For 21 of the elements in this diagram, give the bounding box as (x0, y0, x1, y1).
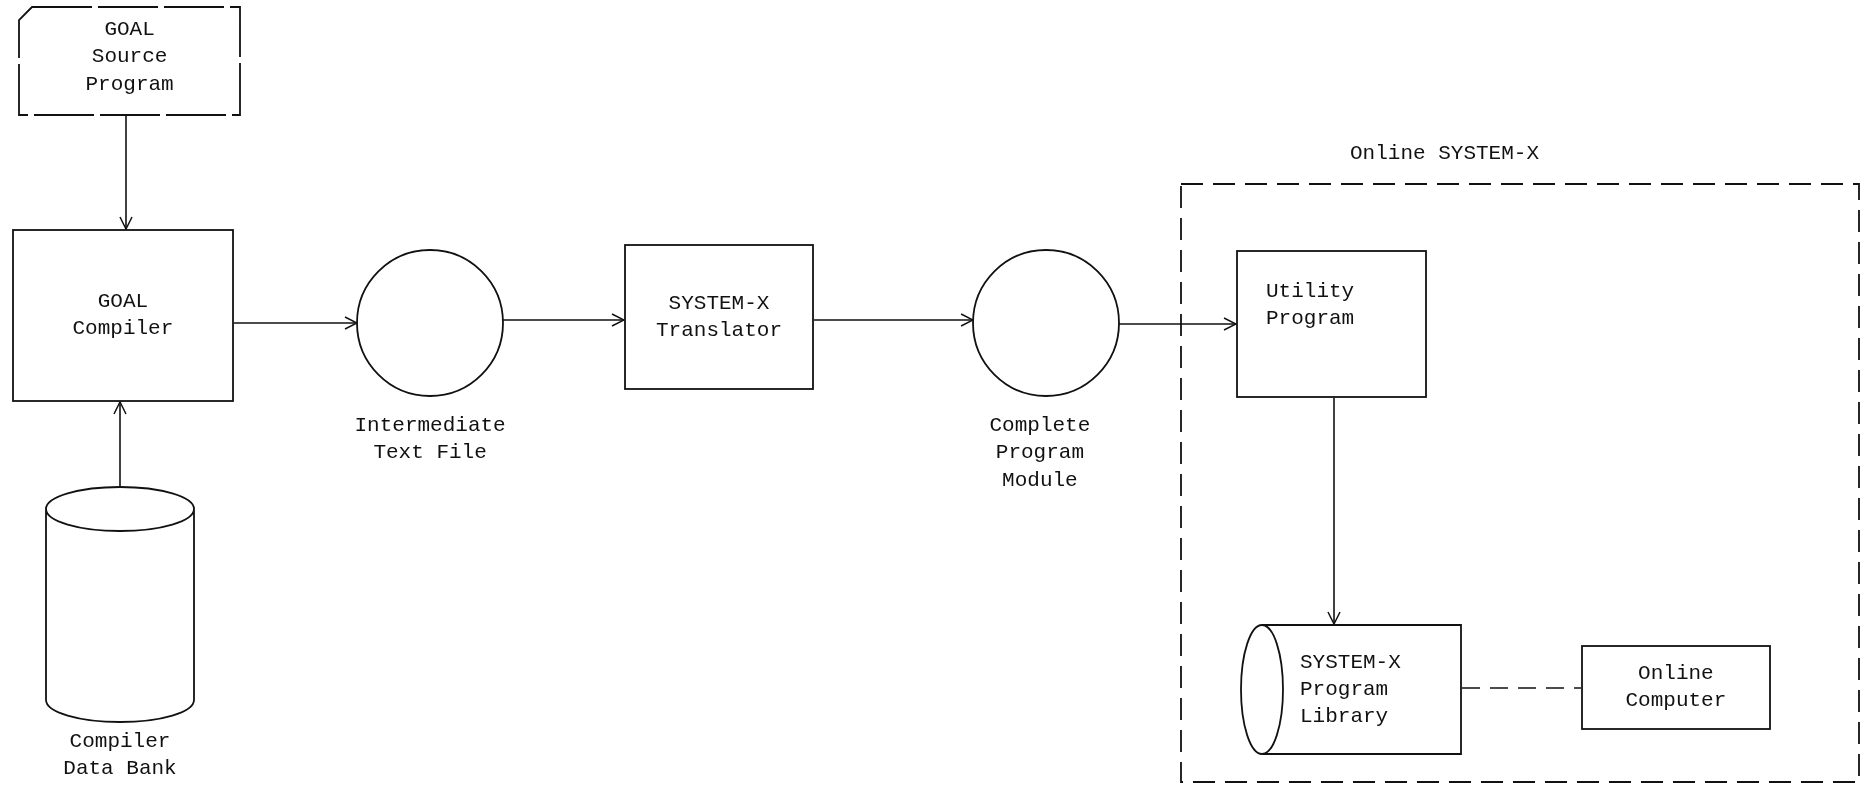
node-label: Utility Program (1266, 279, 1355, 333)
node-label: SYSTEM-X Program Library (1300, 649, 1402, 731)
node-label: SYSTEM-X Translator (656, 290, 783, 344)
arrow (113, 401, 127, 488)
arrow (813, 313, 974, 327)
arrow (1327, 397, 1341, 625)
arrow (1118, 317, 1237, 331)
group-heading: Online SYSTEM-X (1350, 141, 1540, 167)
dashed-connector (1461, 687, 1582, 689)
database-cylinder (45, 486, 195, 723)
node-label: GOAL Compiler (72, 289, 174, 343)
arrow (502, 313, 625, 327)
node-caption: Compiler Data Bank (62, 729, 178, 783)
node-label: Online Computer (1625, 661, 1727, 715)
node-caption: Complete Program Module (989, 413, 1091, 494)
file-circle (356, 249, 504, 397)
file-circle (972, 249, 1120, 397)
arrow (119, 115, 133, 230)
node-caption: Intermediate Text File (354, 413, 506, 467)
arrow (233, 316, 358, 330)
node-label: GOAL Source Program (85, 17, 174, 98)
